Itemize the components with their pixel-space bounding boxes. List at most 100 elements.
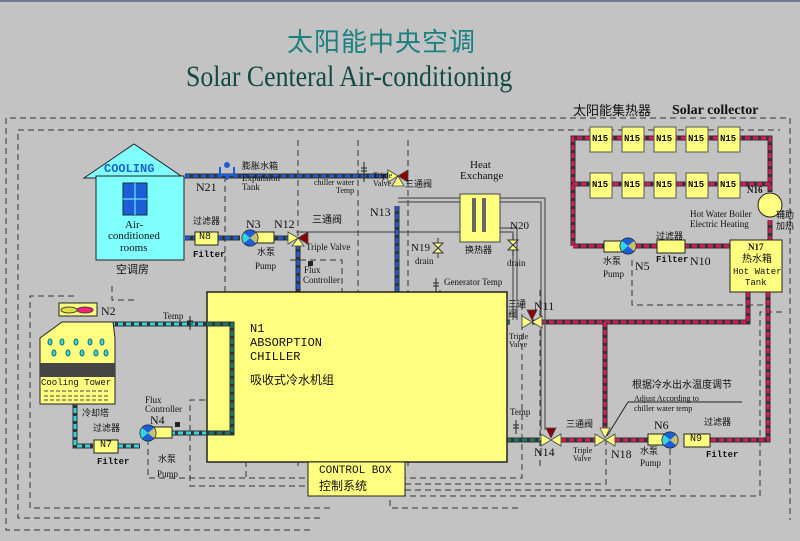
solar-panel[interactable] [717,172,741,199]
chiller-label-2: CHILLER [250,350,301,364]
solar-panel-label: N15 [656,134,673,144]
filter-n8-node: N8 [199,232,212,243]
pump-n4-node: N4 [150,413,165,427]
drain-valve-n19[interactable] [431,238,445,258]
air-conditioned-house[interactable] [82,143,186,261]
heat-exchanger-body [459,193,501,243]
title-chinese: 太阳能中央空调 [287,28,477,58]
temp-sensors [187,162,519,434]
hot-water-tank[interactable] [729,239,783,293]
filter-n7[interactable] [93,439,119,454]
water-drops [47,338,109,357]
filter-n7-node: N7 [100,440,113,451]
triple-valve-n14[interactable] [540,427,562,447]
aux-heating-cn-2: 加热 [776,222,795,232]
solar-panel-label: N15 [624,180,641,190]
solar-collector-label-en: Solar collector [672,103,759,118]
chiller-water-temp-2: Temp [336,186,355,195]
cooling-tower-label-cn: 冷却塔 [82,409,110,419]
pump-n3-cn: 水泵 [257,248,276,258]
chiller-label-cn: 吸收式冷水机组 [250,373,335,387]
filter-n9-cn: 过滤器 [704,418,732,428]
valve-n18-node: N18 [611,447,632,461]
absorption-chiller[interactable] [206,291,508,463]
solar-panel[interactable] [653,172,677,199]
boiler-label-2: Electric Heating [690,219,749,229]
heat-exchange-label-2: Exchange [460,170,504,182]
pump-n6-en: Pump [640,458,662,468]
drain-n19-label: drain [415,256,434,266]
pump-n4-cn: 水泵 [158,455,177,465]
water-drop-icon [87,338,93,346]
drain-n20-label: drain [507,258,526,268]
solar-panel[interactable] [589,126,613,153]
valve-n13-node: N13 [370,205,391,219]
valve-n11-en-1: Triple [509,332,529,341]
valve-n13-en-1: Triple [373,171,393,180]
solar-panel-label: N15 [688,134,705,144]
chiller-label-1: ABSORPTION [250,336,323,350]
pump-n6[interactable] [647,431,679,449]
pump-n5-cn: 水泵 [603,257,622,267]
filter-n8[interactable] [194,231,219,246]
water-drop-icon [59,338,65,346]
expansion-tank[interactable] [219,162,235,180]
solar-panel[interactable] [717,126,741,153]
pump-n3[interactable] [241,229,275,247]
triple-valve-n13[interactable] [387,169,409,187]
filter-n9[interactable] [683,433,711,448]
adjust-label-cn: 根据冷水出水温度调节 [632,380,732,391]
adjust-label-en-2: chiller water temp [634,404,693,413]
drain-valve-n20[interactable] [506,234,520,256]
water-drop-icon [93,349,99,357]
solar-panel-label: N15 [656,180,673,190]
filter-n10-cn: 过滤器 [656,232,684,242]
valve-n14-node: N14 [534,445,555,459]
pump-n3-node: N3 [246,217,261,231]
valve-n13-cn: 三通阀 [405,180,433,190]
filter-n10[interactable] [656,239,686,254]
control-box[interactable] [307,461,406,497]
solar-panel[interactable] [685,126,709,153]
hot-water-boiler[interactable] [757,192,783,218]
triple-valve-n18[interactable] [594,427,616,447]
pump-n4[interactable] [139,424,173,442]
cooling-tower[interactable] [39,302,116,405]
triple-valve-n12[interactable] [287,231,309,247]
tank-label-en-1: Hot Water [733,267,782,277]
tank-label-cn: 热水箱 [742,254,772,265]
hot-temp-label: Temp [510,407,531,417]
boiler-node: N16 [747,185,763,195]
valve-n11-en-2: Valve [509,340,528,349]
cooling-tower-label: Cooling Tower [41,378,112,388]
solar-panel[interactable] [653,126,677,153]
chiller-node: N1 [250,322,265,336]
valve-n12-node: N12 [274,217,295,231]
aux-heating-cn-1: 辅助 [776,211,795,221]
solar-panel[interactable] [621,126,645,153]
filter-n10-en: Filter [656,255,689,265]
pump-n5-node: N5 [635,259,650,273]
filter-n9-en: Filter [706,450,739,460]
triple-valve-n11[interactable] [521,309,543,329]
solar-panel-label: N15 [624,134,641,144]
water-drop-icon [79,349,85,357]
control-box-label-en: CONTROL BOX [319,465,392,477]
filter-n10-node: N10 [690,254,711,268]
adjust-label-en-1: Adjust According to [634,394,699,403]
flux-controller-n3-label-1: Flux [304,265,321,275]
water-drop-icon [65,349,71,357]
pump-n6-cn: 水泵 [640,447,659,457]
solar-panel[interactable] [685,172,709,199]
water-drop-icon [73,338,79,346]
solar-panel[interactable] [621,172,645,199]
tank-label-en-2: Tank [745,278,767,288]
valve-mid-en-2: Valve [573,454,592,463]
solar-panel-label: N15 [720,134,737,144]
valve-n11-cn-2: 阀 [508,310,518,320]
pump-n5[interactable] [603,237,637,255]
solar-collector-label-cn: 太阳能集热器 [573,104,652,119]
solar-panel[interactable] [589,172,613,199]
pump-n4-en: Pump [157,469,179,479]
